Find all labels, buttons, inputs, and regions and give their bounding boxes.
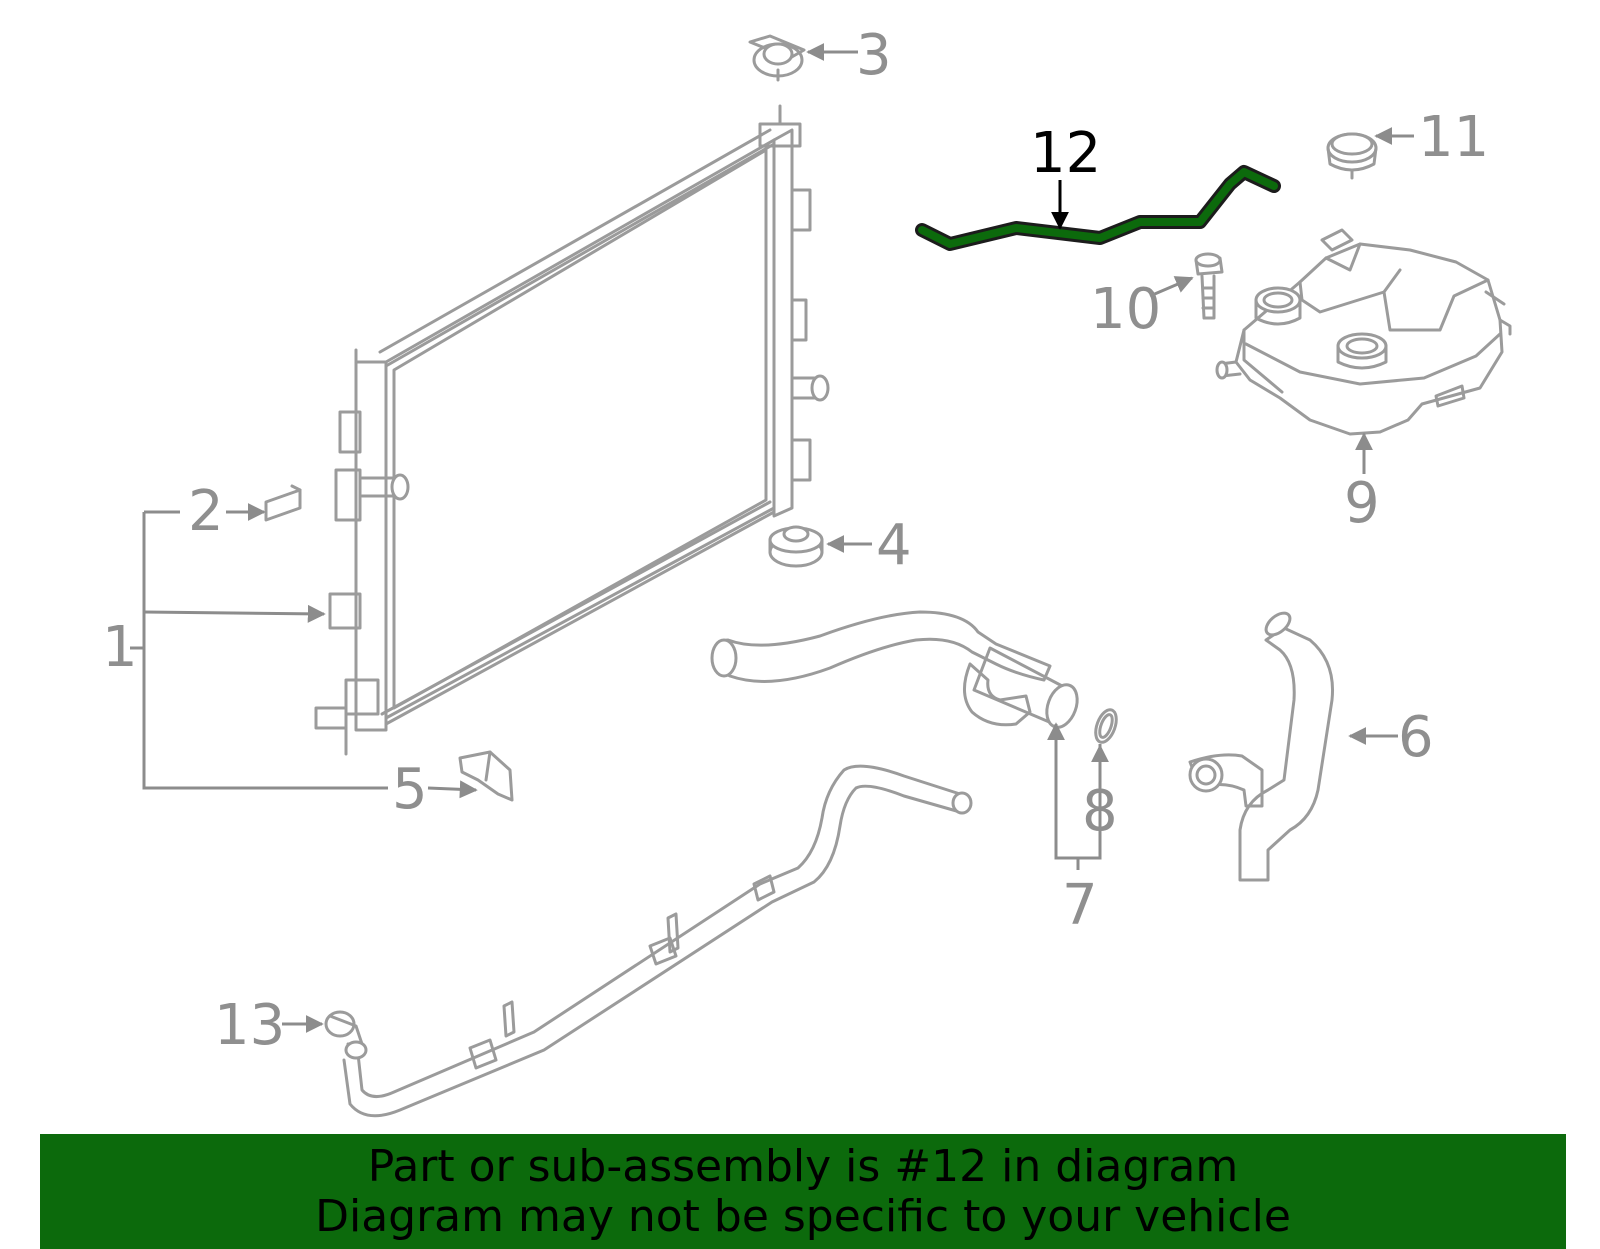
banner-line-disclaimer: Diagram may not be specific to your vehi… [315,1190,1291,1242]
info-banner: Part or sub-assembly is #12 in diagram D… [40,1134,1566,1249]
callout-2: 2 [188,479,224,544]
callout-5: 5 [392,757,428,822]
callout-labels: 1 2 3 4 5 6 7 8 9 10 11 12 13 [102,23,1489,1058]
callout-13: 13 [214,993,285,1058]
upper-hose-part [710,610,1079,729]
cap-part [1326,132,1378,180]
bracket-part [458,750,514,802]
expansion-tank-part [1215,228,1512,436]
callout-1: 1 [102,615,138,680]
callout-4: 4 [876,513,912,578]
callout-12: 12 [1030,121,1101,186]
bypass-hose-highlighted-part [915,165,1281,251]
heater-hose-part [324,764,973,1118]
callout-7: 7 [1062,873,1098,938]
lower-mount-part [768,525,824,568]
banner-line-part-number: Part or sub-assembly is #12 in diagram [367,1140,1239,1192]
leader-lines [130,43,1414,1033]
lower-hose-part [1188,611,1335,882]
callout-3: 3 [856,23,892,88]
callout-11: 11 [1418,105,1489,170]
radiator-part [314,104,830,756]
o-ring-part [1094,708,1118,744]
callout-6: 6 [1398,705,1434,770]
callout-9: 9 [1344,471,1380,536]
callout-10: 10 [1090,277,1161,342]
seal-pad-part [264,484,302,522]
upper-mount-part [748,34,806,82]
callout-8: 8 [1082,779,1118,844]
bolt-part [1194,252,1224,320]
